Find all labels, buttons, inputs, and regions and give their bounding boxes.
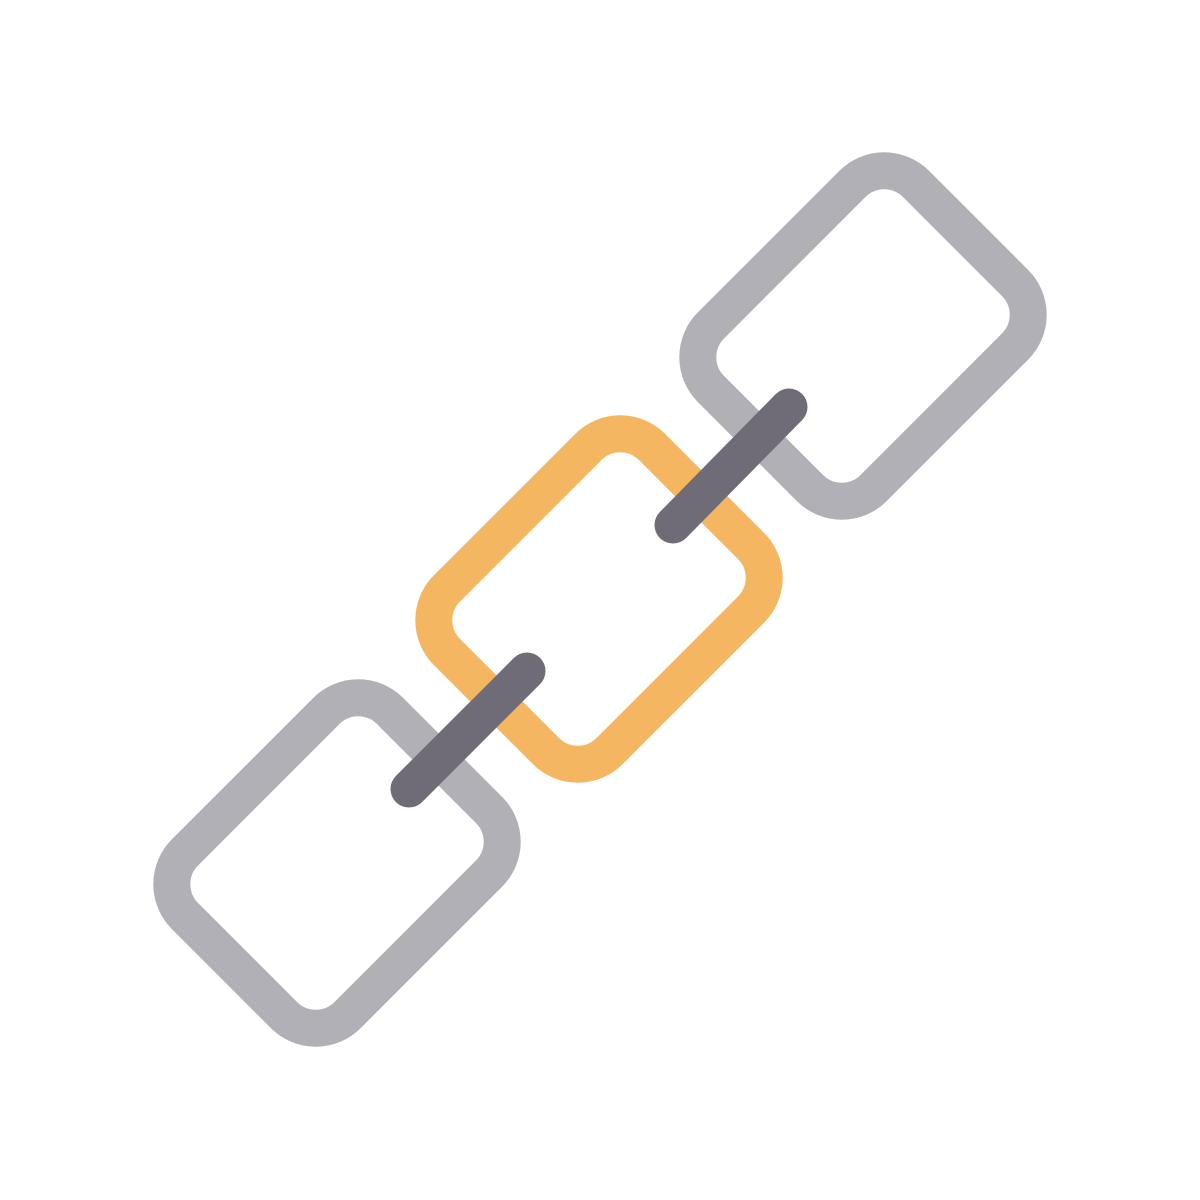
chain-connector-upper <box>654 388 808 544</box>
chain-connector-lower <box>390 652 546 808</box>
